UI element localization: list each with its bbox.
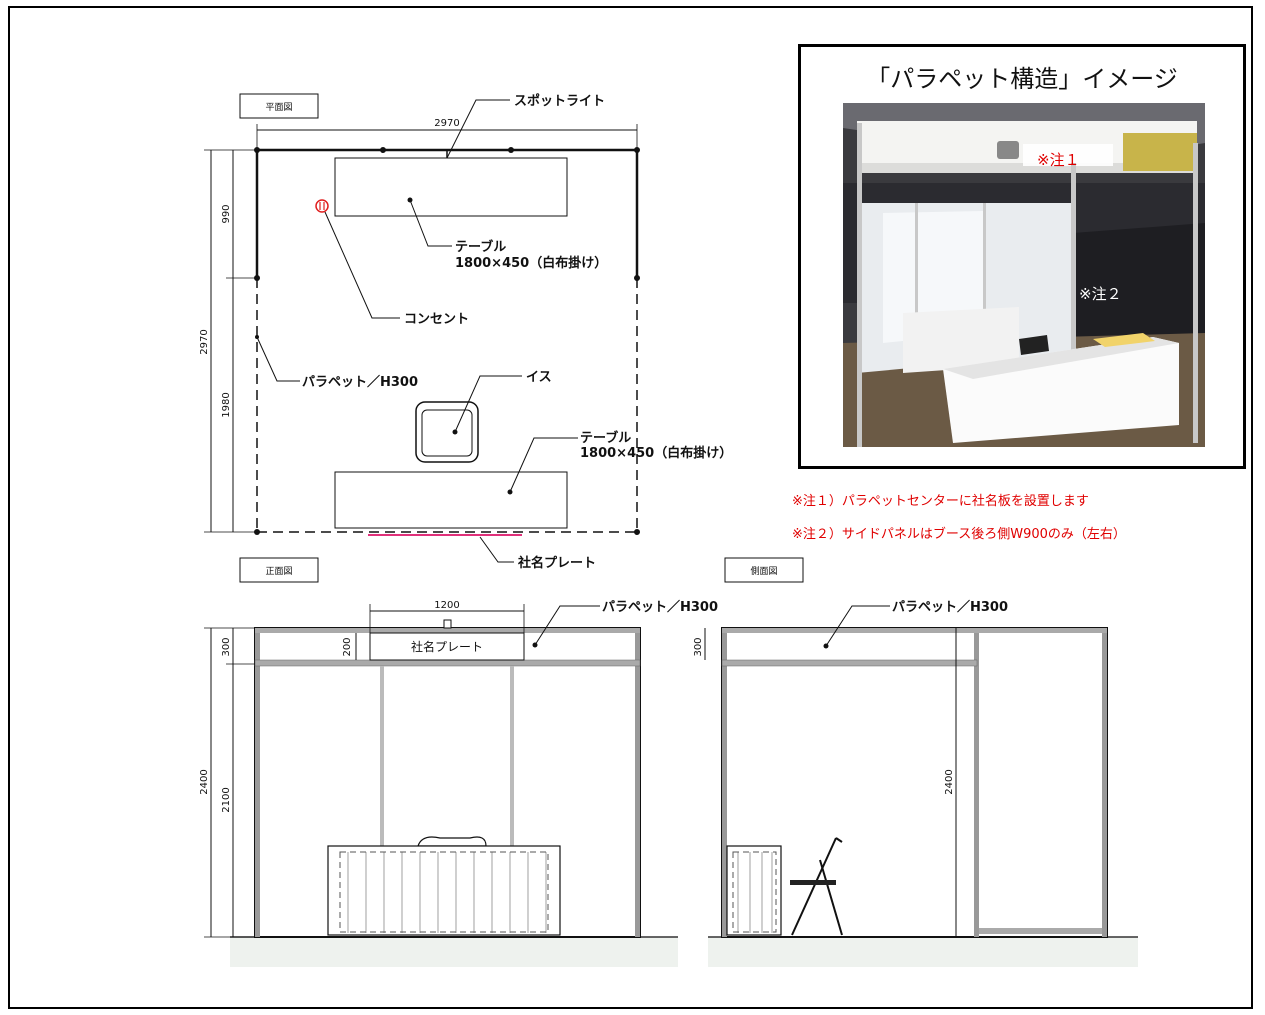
- front-chair-back: [417, 836, 487, 847]
- nameplate-label: 社名プレート: [517, 555, 596, 571]
- parapet-leader: [256, 336, 300, 382]
- image-box: 「パラペット構造」イメージ: [798, 44, 1246, 469]
- side-panel-base: [979, 928, 1102, 934]
- side-frame: [721, 627, 1108, 938]
- side-chair: [791, 837, 843, 936]
- front-parapet-leader: [534, 605, 600, 646]
- front-ground: [230, 937, 678, 967]
- front-plate-height-dim: 200: [342, 637, 353, 656]
- table-front-size: 1800×450（白布掛け）: [580, 445, 732, 461]
- front-table: [327, 845, 561, 936]
- front-pole: [510, 666, 514, 846]
- parapet-label: パラペット／H300: [302, 374, 418, 390]
- front-pole: [380, 666, 384, 846]
- side-total-dim: 2400: [944, 769, 955, 794]
- front-table-folds: [347, 852, 547, 933]
- side-parapet-dim: 300: [693, 637, 704, 656]
- chair-seat: [421, 409, 473, 457]
- side-chair-seat: [790, 880, 836, 885]
- front-nameplate-text: 社名プレート: [411, 639, 483, 654]
- note-2: ※注２）サイドパネルはブース後ろ側W900のみ（左右）: [792, 527, 1126, 542]
- front-parapet-dim: 300: [221, 637, 232, 656]
- spotlight-leader: [446, 99, 510, 159]
- front-beam-top: [255, 628, 640, 633]
- plan-view-tag: 平面図: [265, 102, 292, 113]
- image-box-title: 「パラペット構造」イメージ: [866, 65, 1178, 93]
- outlet-icon: [315, 199, 329, 213]
- side-table-legs: [732, 851, 777, 933]
- page-frame: [8, 6, 1253, 1009]
- front-spotlight: [443, 619, 452, 629]
- front-plate-width-dim: 1200: [434, 600, 459, 611]
- front-post-right: [635, 628, 640, 937]
- booth-photo: ※注１ ※注２: [843, 103, 1205, 447]
- front-view: 正面図 社名プレート 1200 200 300 2400 2100: [199, 557, 718, 967]
- table-front: [334, 471, 568, 529]
- side-table: [726, 845, 782, 936]
- table-back: [334, 157, 568, 217]
- side-view-tag-box: [724, 557, 804, 583]
- table-front-leader: [509, 437, 578, 493]
- plan-front-dim: 990: [221, 204, 232, 223]
- plan-depth-dim: 2970: [199, 329, 210, 354]
- photo-note1-tag: ※注１: [1037, 151, 1080, 169]
- front-view-tag: 正面図: [265, 566, 292, 577]
- front-nameplate: [369, 632, 525, 661]
- spotlight-label: スポットライト: [514, 93, 605, 109]
- front-panel-dim: 2100: [221, 787, 232, 812]
- plan-back-dim: 1980: [221, 392, 232, 417]
- side-parapet-label: パラペット／H300: [892, 599, 1008, 615]
- table-back-size: 1800×450（白布掛け）: [455, 255, 607, 271]
- plan-view-tag-box: [239, 93, 319, 119]
- front-table-legs: [339, 851, 549, 933]
- table-back-label: テーブル: [455, 239, 506, 255]
- side-view-tag: 側面図: [750, 565, 777, 577]
- front-parapet-label: パラペット／H300: [602, 599, 718, 615]
- frame-posts: [254, 147, 640, 535]
- table-front-label: テーブル: [580, 430, 631, 446]
- chair-icon: [415, 401, 479, 463]
- side-ground: [708, 937, 1138, 967]
- side-beam-top: [722, 628, 1107, 633]
- photo-note2-tag: ※注２: [1079, 285, 1122, 303]
- front-total-dim: 2400: [199, 769, 210, 794]
- front-view-tag-box: [239, 557, 319, 583]
- nameplate-leader: [479, 536, 514, 563]
- note-1: ※注１）パラペットセンターに社名板を設置します: [792, 494, 1089, 509]
- outlet-label: コンセント: [404, 312, 469, 327]
- side-post-left: [722, 628, 727, 937]
- chair-leader: [454, 375, 522, 433]
- plan-view: 平面図 2970 2970 990 1980: [199, 93, 732, 571]
- side-post-right: [1102, 628, 1107, 937]
- booth-photo-illustration: [843, 103, 1205, 447]
- chair-label: イス: [526, 370, 552, 385]
- table-back-leader: [409, 199, 452, 247]
- side-beam-bottom: [721, 659, 978, 667]
- side-post-mid: [974, 628, 979, 937]
- front-post-left: [255, 628, 260, 937]
- side-parapet-leader: [825, 605, 890, 647]
- outlet-leader: [324, 211, 400, 319]
- plan-width-dim: 2970: [434, 118, 459, 129]
- side-view: 側面図 300 2400 パラペット／H300: [693, 557, 1138, 967]
- front-beam-bottom: [254, 659, 641, 667]
- side-table-folds: [737, 852, 773, 933]
